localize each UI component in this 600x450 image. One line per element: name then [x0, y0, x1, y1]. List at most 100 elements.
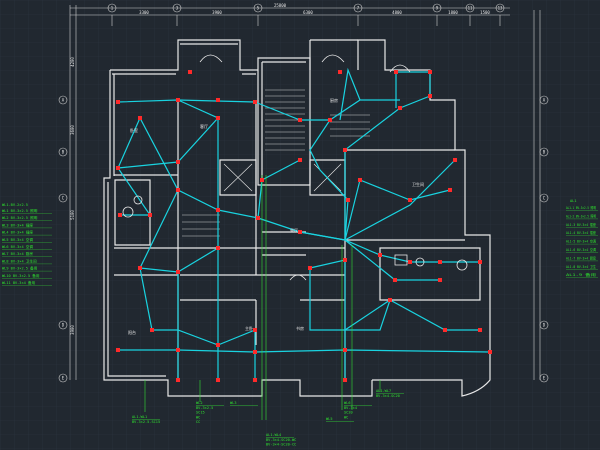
fixture-point	[438, 278, 442, 282]
fixture-point	[438, 260, 442, 264]
fixture-point	[428, 70, 432, 74]
right-legend-line: AL1-5 BV-3×4 空调	[566, 239, 596, 244]
fixture-point	[388, 298, 392, 302]
fixture-point	[176, 188, 180, 192]
fixture-point	[176, 348, 180, 352]
annotation-line: CC	[196, 420, 200, 424]
annotation-line: BV-3×4-SC20-WC	[266, 438, 296, 442]
annotation-line: SC15	[196, 411, 205, 415]
annotation-line: BV-3×2.5	[196, 406, 213, 410]
fixture-point	[298, 230, 302, 234]
annotation-line: BV-3×4-SC20	[376, 394, 400, 398]
left-legend-line: WL8 BV-3×4 卫生间	[2, 258, 37, 263]
axis-bubble-right	[539, 373, 549, 383]
fixture-point	[398, 106, 402, 110]
fixture-point	[188, 70, 192, 74]
annotation-line: BV-3×4	[344, 406, 357, 410]
left-dimension-labels: 4200 3600 5100 3900	[70, 57, 75, 335]
fixture-points	[116, 70, 492, 382]
left-legend-line: WL4 BV-3×4 插座	[2, 230, 33, 235]
room-label: 餐厅	[290, 227, 298, 233]
axis-label-left: A	[62, 97, 65, 102]
axis-label-top: 7	[357, 5, 360, 10]
fixture-point	[176, 160, 180, 164]
axis-bubble-top	[432, 3, 442, 13]
axis-bubble-left	[58, 320, 68, 330]
axis-bubble-right	[539, 193, 549, 203]
fixture-point	[308, 266, 312, 270]
dimension-lines	[69, 5, 541, 380]
fixture-point	[216, 116, 220, 120]
fixture-point	[428, 94, 432, 98]
room-labels: 卧室客厅厨房卫生间餐厅主卧书房阳台	[128, 97, 424, 335]
fixture-point	[343, 348, 347, 352]
fixture-point	[408, 198, 412, 202]
right-legend-line: AL1-6 BV-3×4 空调	[566, 247, 596, 252]
right-legend-line: AL1-8 BV-3×4 卫生	[566, 264, 596, 269]
room-label: 卫生间	[412, 181, 424, 187]
axis-label-right: D	[543, 322, 546, 327]
left-dimension-label: 3900	[70, 325, 75, 335]
left-legend-line: WL11 BV-3×4 备用	[2, 280, 36, 285]
fixture-point	[393, 278, 397, 282]
fixture-point	[343, 378, 347, 382]
left-legend-line: WL1 BV-3×2.5 照明	[2, 208, 38, 213]
room-label: 厨房	[330, 97, 338, 103]
annotation-line: BV-3×4-SC20-CC	[266, 443, 296, 447]
axis-label-top: 5	[257, 5, 260, 10]
fixture-point	[150, 328, 154, 332]
left-dimension-label: 4200	[70, 57, 75, 67]
axis-bubble-top	[353, 3, 363, 13]
axis-label-left: E	[62, 375, 65, 380]
feeder-leaders	[144, 175, 381, 420]
fixture-point	[116, 348, 120, 352]
axis-label-top: 1	[111, 5, 114, 10]
axis-label-right: A	[543, 97, 546, 102]
annotation-line: WL6	[344, 401, 351, 405]
annotation-line: BV-3×2.5-SC15	[132, 420, 160, 424]
top-dimension-label: 1500	[480, 10, 490, 15]
axis-label-left: D	[62, 322, 65, 327]
axis-bubble-top	[107, 3, 117, 13]
fixture-point	[298, 158, 302, 162]
left-legend-line: WL9 BV-3×2.5 备用	[2, 266, 38, 271]
left-dimension-label: 5100	[70, 210, 75, 220]
fixture-point	[138, 116, 142, 120]
axis-bubble-left	[58, 95, 68, 105]
fixture-point	[216, 378, 220, 382]
fixture-point	[338, 70, 342, 74]
fixture-point	[394, 70, 398, 74]
axis-label-right: C	[543, 195, 546, 200]
right-legend-title: AL1	[570, 199, 577, 203]
building-walls	[103, 39, 491, 397]
top-dimension-label: 1800	[448, 10, 458, 15]
fixture-point	[116, 100, 120, 104]
room-label: 客厅	[200, 123, 208, 129]
fixture-point	[216, 246, 220, 250]
annotation-line: WL3	[230, 401, 237, 405]
fixture-point	[253, 328, 257, 332]
left-legend-title: WL1-BV-2×2.5	[2, 203, 28, 207]
fixture-point	[148, 213, 152, 217]
axis-bubble-right	[539, 320, 549, 330]
left-legend-line: WL7 BV-3×4 厨房	[2, 251, 33, 256]
top-dimension-label: 6300	[303, 10, 313, 15]
left-dimension-label: 3600	[70, 125, 75, 135]
fixture-point	[453, 158, 457, 162]
room-label: 卧室	[130, 127, 138, 133]
fixture-point	[448, 188, 452, 192]
fixture-point	[176, 378, 180, 382]
annotation-line: AL1-WL4	[266, 433, 281, 437]
axis-label-top: 3	[176, 5, 179, 10]
axis-label-right: E	[543, 375, 546, 380]
fixture-point	[253, 378, 257, 382]
annotation-line: WL2	[196, 401, 203, 405]
fixture-point	[216, 208, 220, 212]
top-dimension-label: 3900	[212, 10, 222, 15]
axis-label-left: B	[62, 149, 65, 154]
left-legend-line: WL10 BV-3×2.5 备用	[2, 273, 40, 278]
fixture-point	[488, 350, 492, 354]
axis-bubble-top	[172, 3, 182, 13]
